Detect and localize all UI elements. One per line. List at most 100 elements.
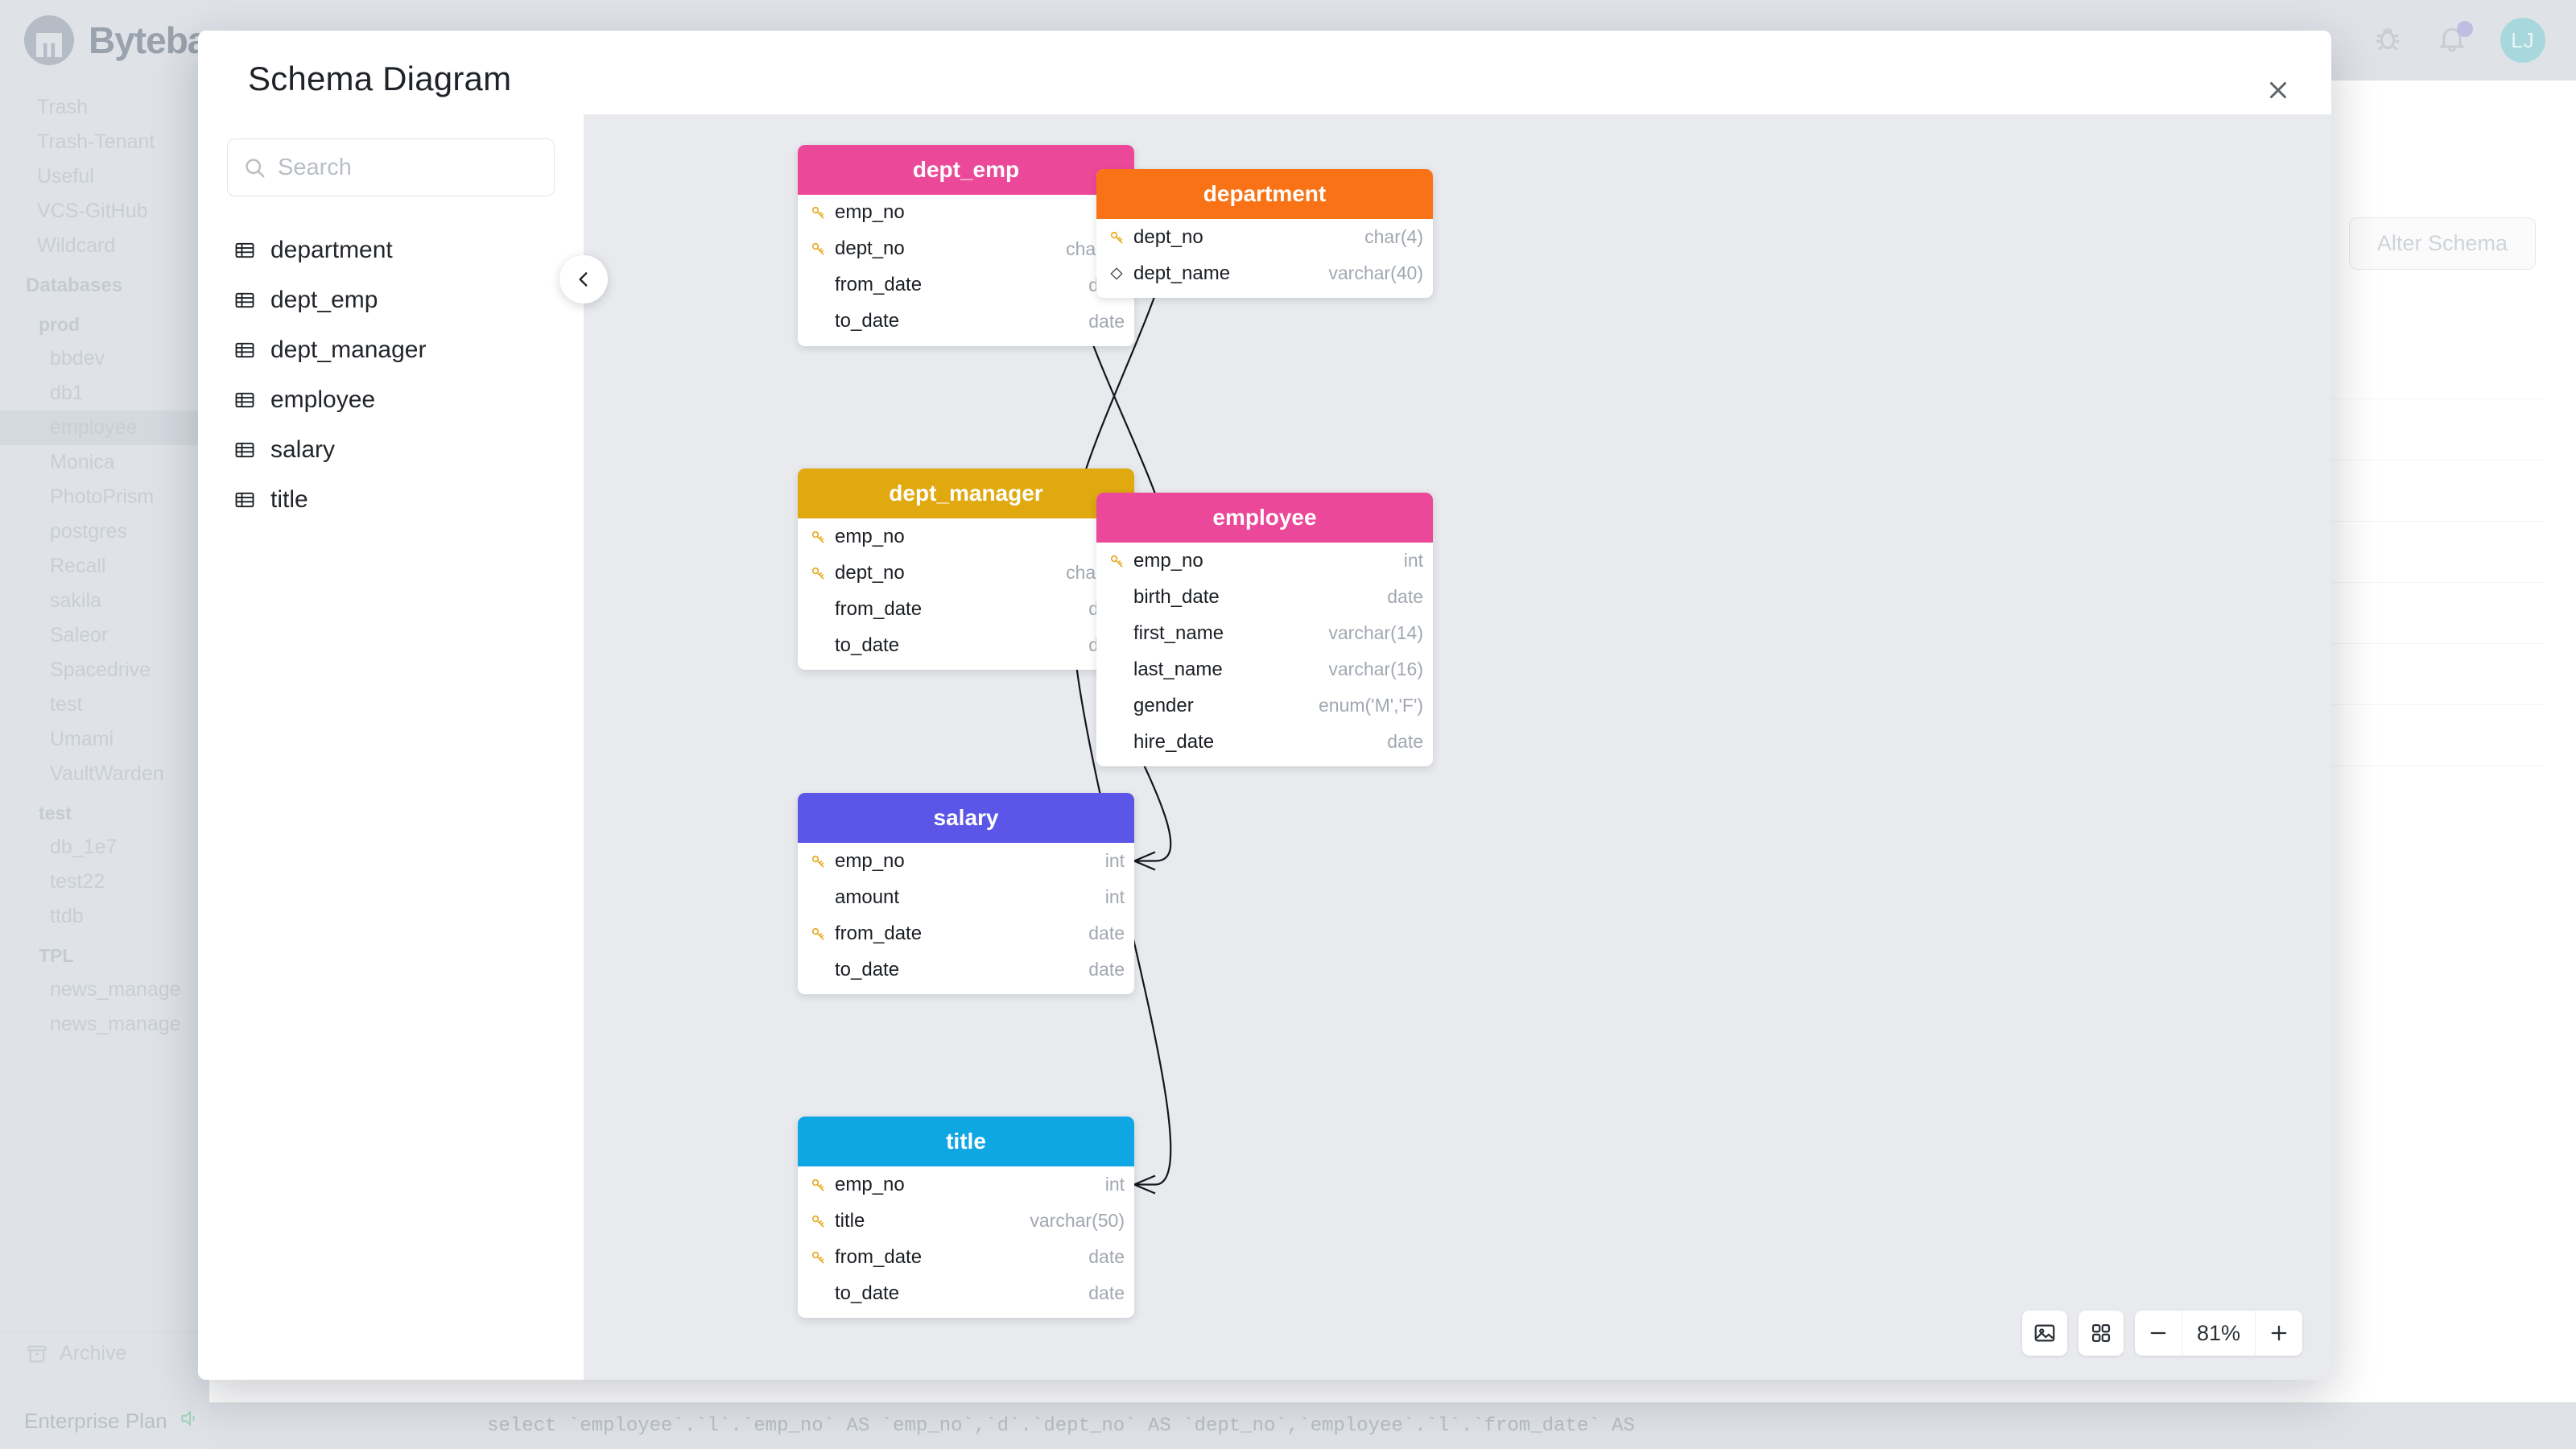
plus-icon[interactable] xyxy=(2256,1311,2302,1356)
crowsfoot-marker xyxy=(1134,1176,1155,1194)
table-icon xyxy=(233,289,256,312)
sidebar-item-useful[interactable]: Useful xyxy=(37,165,94,188)
sidebar-item-news_manage[interactable]: news_manage xyxy=(50,1013,181,1035)
er-column-name: from_date xyxy=(835,597,923,620)
sidebar-item-recall[interactable]: Recall xyxy=(50,555,106,577)
grid-layout-icon[interactable] xyxy=(2079,1311,2124,1356)
er-column-type: int xyxy=(1403,550,1423,571)
table-list-item-salary[interactable]: salary xyxy=(227,425,555,475)
speaker-icon[interactable] xyxy=(179,1408,200,1435)
search-icon xyxy=(242,155,266,180)
close-icon[interactable] xyxy=(2257,69,2299,111)
avatar[interactable]: LJ xyxy=(2500,18,2545,63)
sidebar-item-archive[interactable]: Archive xyxy=(0,1331,209,1375)
er-table-dept_emp[interactable]: dept_empemp_nointdept_nochar(4)from_date… xyxy=(798,144,1134,346)
er-table-header: dept_emp xyxy=(798,144,1134,195)
table-list-item-label: department xyxy=(270,237,393,263)
sidebar-item-vcs-github[interactable]: VCS-GitHub xyxy=(37,200,148,222)
sidebar-item-sakila[interactable]: sakila xyxy=(50,589,101,612)
bell-icon[interactable] xyxy=(2436,20,2473,59)
sidebar-item-trash-tenant[interactable]: Trash-Tenant xyxy=(37,130,155,153)
er-column-type: varchar(50) xyxy=(1030,1210,1125,1231)
table-icon xyxy=(233,239,256,262)
key-icon xyxy=(809,241,827,257)
minus-icon[interactable] xyxy=(2135,1311,2182,1356)
sidebar-item-trash[interactable]: Trash xyxy=(37,96,88,118)
sidebar-item-employee[interactable]: employee xyxy=(0,411,209,445)
sidebar-item-postgres[interactable]: postgres xyxy=(50,520,127,543)
crowsfoot-marker xyxy=(1134,852,1155,870)
zoom-level[interactable]: 81% xyxy=(2182,1311,2256,1356)
image-export-icon[interactable] xyxy=(2022,1311,2067,1356)
sidebar-item-news_manage[interactable]: news_manage xyxy=(50,978,181,1001)
table-list-item-employee[interactable]: employee xyxy=(227,375,555,425)
chevron-left-icon[interactable] xyxy=(559,255,608,303)
table-icon xyxy=(233,439,256,461)
table-list-item-label: salary xyxy=(270,436,336,463)
er-table-header: department xyxy=(1096,169,1433,219)
canvas-toolbar: 81% xyxy=(2022,1311,2302,1356)
sidebar-item-wildcard[interactable]: Wildcard xyxy=(37,234,116,257)
sidebar-item-bbdev[interactable]: bbdev xyxy=(50,347,105,369)
sidebar-item-saleor[interactable]: Saleor xyxy=(50,624,109,646)
key-icon xyxy=(809,1249,827,1265)
table-list-item-dept_emp[interactable]: dept_emp xyxy=(227,275,555,325)
table-list-item-department[interactable]: department xyxy=(227,225,555,275)
bug-icon[interactable] xyxy=(2372,23,2404,59)
search-input[interactable] xyxy=(278,154,539,181)
table-list-item-label: dept_emp xyxy=(270,287,378,313)
er-table-body: emp_nointdept_nochar(4)from_datedateto_d… xyxy=(798,195,1134,346)
zoom-control: 81% xyxy=(2135,1311,2302,1356)
er-table-name: dept_manager xyxy=(889,481,1043,506)
sidebar-item-spacedrive[interactable]: Spacedrive xyxy=(50,658,151,681)
er-table-dept_manager[interactable]: dept_manageremp_nointdept_nochar(4)from_… xyxy=(798,469,1134,670)
key-icon xyxy=(1108,553,1125,569)
modal-body: departmentdept_empdept_manageremployeesa… xyxy=(198,114,2331,1380)
sidebar-item-vaultwarden[interactable]: VaultWarden xyxy=(50,762,164,785)
sidebar-item-db_1e7[interactable]: db_1e7 xyxy=(50,836,118,858)
sidebar-item-photoprism[interactable]: PhotoPrism xyxy=(50,485,155,508)
sidebar-item-test[interactable]: test xyxy=(50,693,83,716)
sidebar-item-db1[interactable]: db1 xyxy=(50,382,84,404)
er-table-name: salary xyxy=(933,805,999,830)
sidebar-item-ttdb[interactable]: ttdb xyxy=(50,905,84,927)
sidebar-item-monica[interactable]: Monica xyxy=(50,451,115,473)
sidebar-item-test22[interactable]: test22 xyxy=(50,870,105,893)
er-table-name: title xyxy=(946,1129,986,1154)
table-list-item-title[interactable]: title xyxy=(227,475,555,525)
sidebar-group: Databases xyxy=(26,275,123,296)
bytebase-logo-icon xyxy=(24,15,74,65)
diamond-icon xyxy=(1108,266,1125,281)
sidebar-subgroup: test xyxy=(39,803,72,824)
diagram-canvas[interactable]: dept_empemp_nointdept_nochar(4)from_date… xyxy=(584,114,2331,1380)
search-box[interactable] xyxy=(227,138,555,196)
sidebar-item-umami[interactable]: Umami xyxy=(50,728,114,750)
er-column-type: date xyxy=(1387,731,1423,752)
table-list-item-dept_manager[interactable]: dept_manager xyxy=(227,325,555,375)
er-column-name: to_date xyxy=(835,634,900,656)
alter-schema-button[interactable]: Alter Schema xyxy=(2348,217,2536,270)
table-icon xyxy=(233,339,256,361)
